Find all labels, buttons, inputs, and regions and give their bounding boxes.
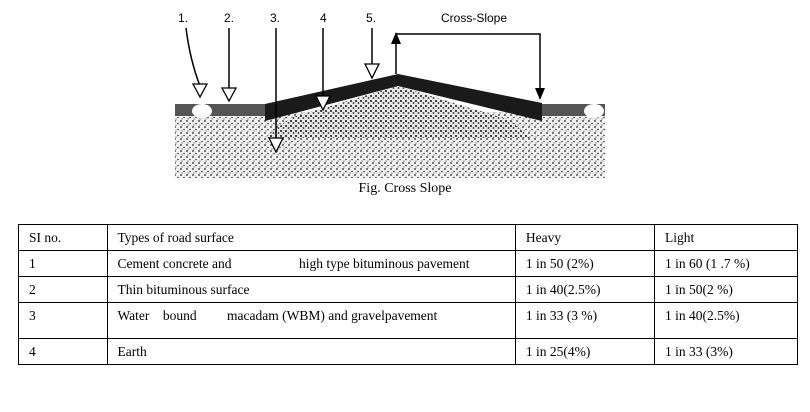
figure-label-3: 3. bbox=[270, 11, 280, 25]
row-type: Thin bituminous surface bbox=[106, 276, 516, 303]
arrow-head-4 bbox=[314, 95, 332, 112]
figure-label-5: 5. bbox=[366, 11, 376, 25]
header-road-surface: Types of road surface bbox=[106, 224, 516, 251]
figure-label-1: 1. bbox=[178, 11, 188, 25]
row-no: 4 bbox=[18, 338, 108, 365]
header-si-no: SI no. bbox=[18, 224, 108, 251]
row-heavy: 1 in 33 (3 %) bbox=[514, 302, 655, 339]
row-heavy: 1 in 50 (2%) bbox=[514, 250, 655, 277]
row-type: Water bound macadam (WBM) and gravelpave… bbox=[106, 302, 516, 339]
table-row: 3 Water bound macadam (WBM) and gravelpa… bbox=[18, 302, 799, 339]
row-heavy: 1 in 40(2.5%) bbox=[514, 276, 655, 303]
cross-slope-label: Cross-Slope bbox=[441, 11, 507, 25]
row-light: 1 in 50(2 %) bbox=[653, 276, 799, 303]
table-row: 4 Earth 1 in 25(4%) 1 in 33 (3%) bbox=[18, 338, 799, 365]
arrow-head-3 bbox=[267, 137, 285, 154]
row-no: 2 bbox=[18, 276, 108, 303]
cross-slope-table: SI no. Types of road surface Heavy Light… bbox=[18, 224, 799, 365]
figure-label-2: 2. bbox=[224, 11, 234, 25]
row-light: 1 in 60 (1 .7 %) bbox=[653, 250, 799, 277]
arrow-head-1 bbox=[191, 83, 209, 99]
row-no: 3 bbox=[18, 302, 108, 339]
arrow-head-5 bbox=[363, 63, 381, 80]
row-heavy: 1 in 25(4%) bbox=[514, 338, 655, 365]
figure-label-4: 4 bbox=[320, 11, 327, 25]
arrow-head-2 bbox=[220, 87, 238, 103]
table-row: 1 Cement concrete and high type bitumino… bbox=[18, 250, 799, 277]
arrow-head-cross-slope bbox=[535, 88, 545, 100]
table-header-row: SI no. Types of road surface Heavy Light bbox=[18, 224, 799, 251]
left-drain bbox=[192, 104, 212, 118]
header-light: Light bbox=[653, 224, 799, 251]
left-shoulder bbox=[175, 104, 265, 116]
right-drain bbox=[584, 104, 604, 118]
row-light: 1 in 40(2.5%) bbox=[653, 302, 799, 339]
row-light: 1 in 33 (3%) bbox=[653, 338, 799, 365]
base-course-layer bbox=[265, 86, 530, 138]
table-row: 2 Thin bituminous surface 1 in 40(2.5%) … bbox=[18, 276, 799, 303]
header-heavy: Heavy bbox=[514, 224, 655, 251]
cross-slope-figure: 1. 2. 3. 4 5. Cross-Slope Fig. Cross Slo… bbox=[175, 11, 605, 196]
figure-caption: Fig. Cross Slope bbox=[358, 181, 452, 196]
arrow-head-cross-slope-start bbox=[391, 32, 401, 44]
row-type: Earth bbox=[106, 338, 516, 365]
row-no: 1 bbox=[18, 250, 108, 277]
row-type: Cement concrete and high type bituminous… bbox=[106, 250, 516, 277]
cross-slope-diagram: 1. 2. 3. 4 5. Cross-Slope bbox=[175, 11, 605, 178]
